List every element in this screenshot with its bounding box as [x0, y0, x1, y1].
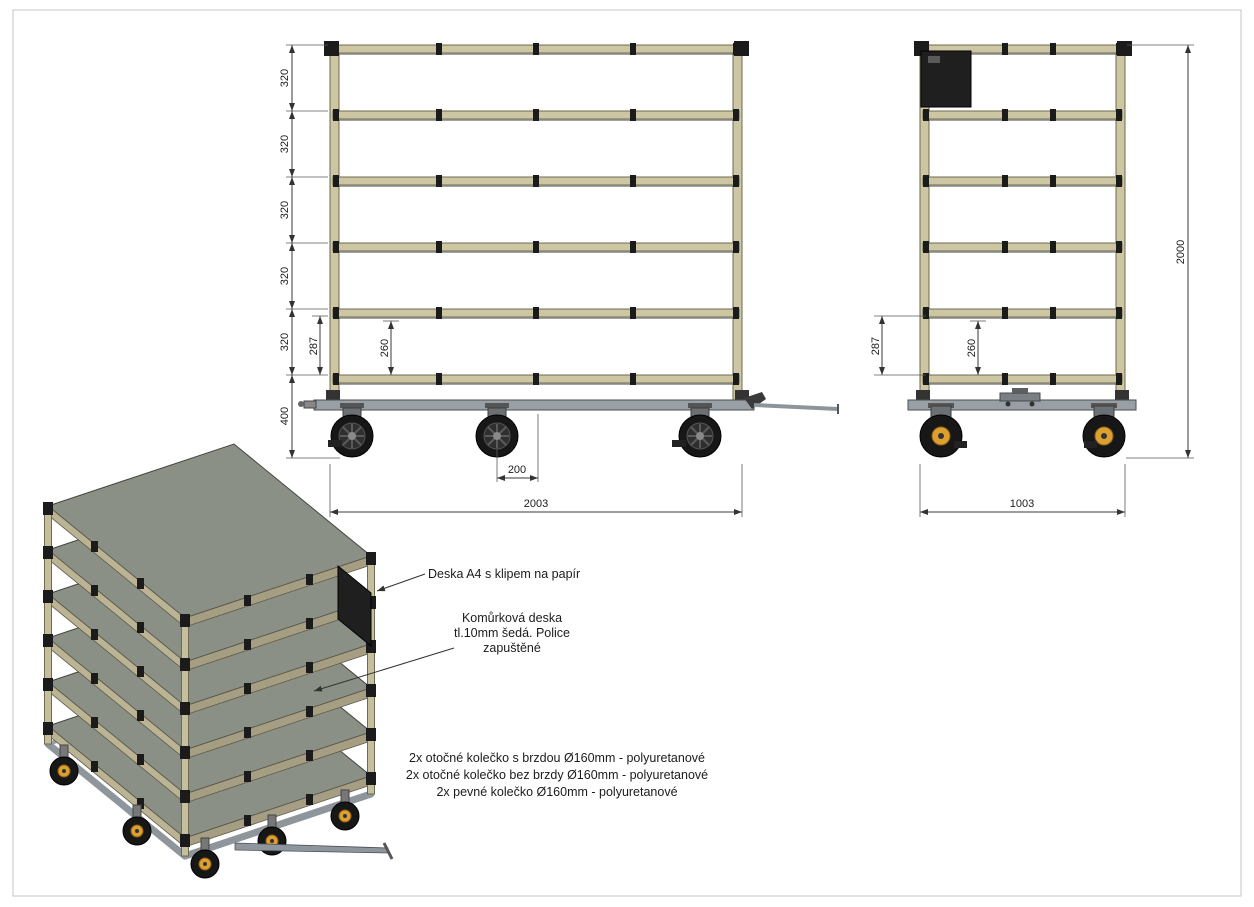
side-chassis [907, 388, 1137, 411]
side-view: 287 260 2000 1003 [870, 41, 1194, 517]
front-shelf-row-5 [332, 306, 740, 320]
leader-shelf [313, 647, 455, 692]
dim-200: 200 [508, 464, 526, 476]
dim-400: 400 [279, 407, 291, 425]
front-chassis [298, 392, 839, 414]
iso-view [43, 443, 394, 879]
side-casters [919, 402, 1126, 458]
side-caster-left [919, 402, 963, 458]
side-shelf-row-4 [922, 240, 1123, 254]
corner-connector [324, 41, 339, 56]
front-dimensions: 320 320 320 320 320 400 287 260 200 2003 [279, 44, 743, 517]
front-casters [328, 402, 722, 458]
note-shelf-line2: tl.10mm šedá. Police [454, 626, 570, 640]
sheet-border [12, 9, 1242, 897]
side-caster-right [1082, 402, 1126, 458]
dim-320-2: 320 [279, 135, 291, 153]
front-right-post [732, 44, 743, 401]
corner-connector [1117, 41, 1132, 56]
dim-1003: 1003 [1010, 498, 1034, 510]
post-base-connector [1115, 390, 1129, 401]
brake-pedal [954, 441, 967, 448]
corner-connector [734, 41, 749, 56]
front-shelf-row-2 [332, 108, 740, 122]
side-right-post [1115, 44, 1126, 401]
post-base-connector [326, 390, 340, 401]
dim-260-front: 260 [379, 339, 391, 357]
side-shelf-row-2 [922, 108, 1123, 122]
annotations: Deska A4 s klipem na papír Komůrková des… [313, 567, 708, 799]
side-dimensions: 287 260 2000 1003 [870, 44, 1194, 517]
iso-left-post [44, 507, 52, 745]
brake-pedal [328, 440, 342, 447]
iso-a4-clip-board [337, 564, 372, 648]
side-frame [914, 41, 1132, 401]
hitch-eye [298, 401, 304, 407]
front-shelf-row-1 [332, 42, 740, 56]
paper-clip [928, 56, 940, 63]
brake-pedal [672, 440, 686, 447]
brake-pedal [1084, 441, 1097, 448]
dim-320-1: 320 [279, 69, 291, 87]
post-base-connector [735, 390, 749, 401]
front-shelf-row-6 [332, 372, 740, 386]
note-shelf-line3: zapuštěné [483, 641, 541, 655]
front-view: 320 320 320 320 320 400 287 260 200 2003 [279, 41, 839, 517]
tow-bar [753, 403, 839, 411]
dim-320-3: 320 [279, 201, 291, 219]
front-caster-right [678, 402, 722, 458]
dim-287-front: 287 [308, 337, 320, 355]
side-shelf-row-5 [922, 306, 1123, 320]
dim-320-4: 320 [279, 267, 291, 285]
dim-2003: 2003 [524, 498, 548, 510]
side-shelf-row-6 [922, 372, 1123, 386]
iso-front-post [181, 619, 189, 857]
dim-2000: 2000 [1175, 240, 1187, 264]
front-shelf-row-4 [332, 240, 740, 254]
latch-bolt [1029, 401, 1035, 407]
iso-tow-bar [234, 842, 389, 854]
front-caster-left [330, 402, 374, 458]
front-shelf-row-3 [332, 174, 740, 188]
leader-a4 [376, 573, 426, 592]
post-base-connector [916, 390, 930, 401]
note-casters-line2: 2x otočné kolečko bez brzdy Ø160mm - pol… [406, 768, 708, 782]
brake-lever [744, 392, 766, 409]
coupling-latch-top [1012, 388, 1028, 394]
latch-bolt [1005, 401, 1011, 407]
dim-287-side: 287 [870, 337, 882, 355]
note-shelf-line1: Komůrková deska [462, 611, 562, 625]
dim-260-side: 260 [966, 339, 978, 357]
note-casters-line1: 2x otočné kolečko s brzdou Ø160mm - poly… [409, 751, 705, 765]
note-casters-line3: 2x pevné kolečko Ø160mm - polyuretanové [436, 785, 677, 799]
side-shelf-row-3 [922, 174, 1123, 188]
front-left-post [329, 44, 340, 401]
dim-320-5: 320 [279, 333, 291, 351]
iso-tow-handle [382, 842, 394, 860]
note-a4-clip: Deska A4 s klipem na papír [428, 567, 580, 581]
coupling-latch [999, 392, 1041, 402]
hitch-pin [303, 400, 317, 409]
